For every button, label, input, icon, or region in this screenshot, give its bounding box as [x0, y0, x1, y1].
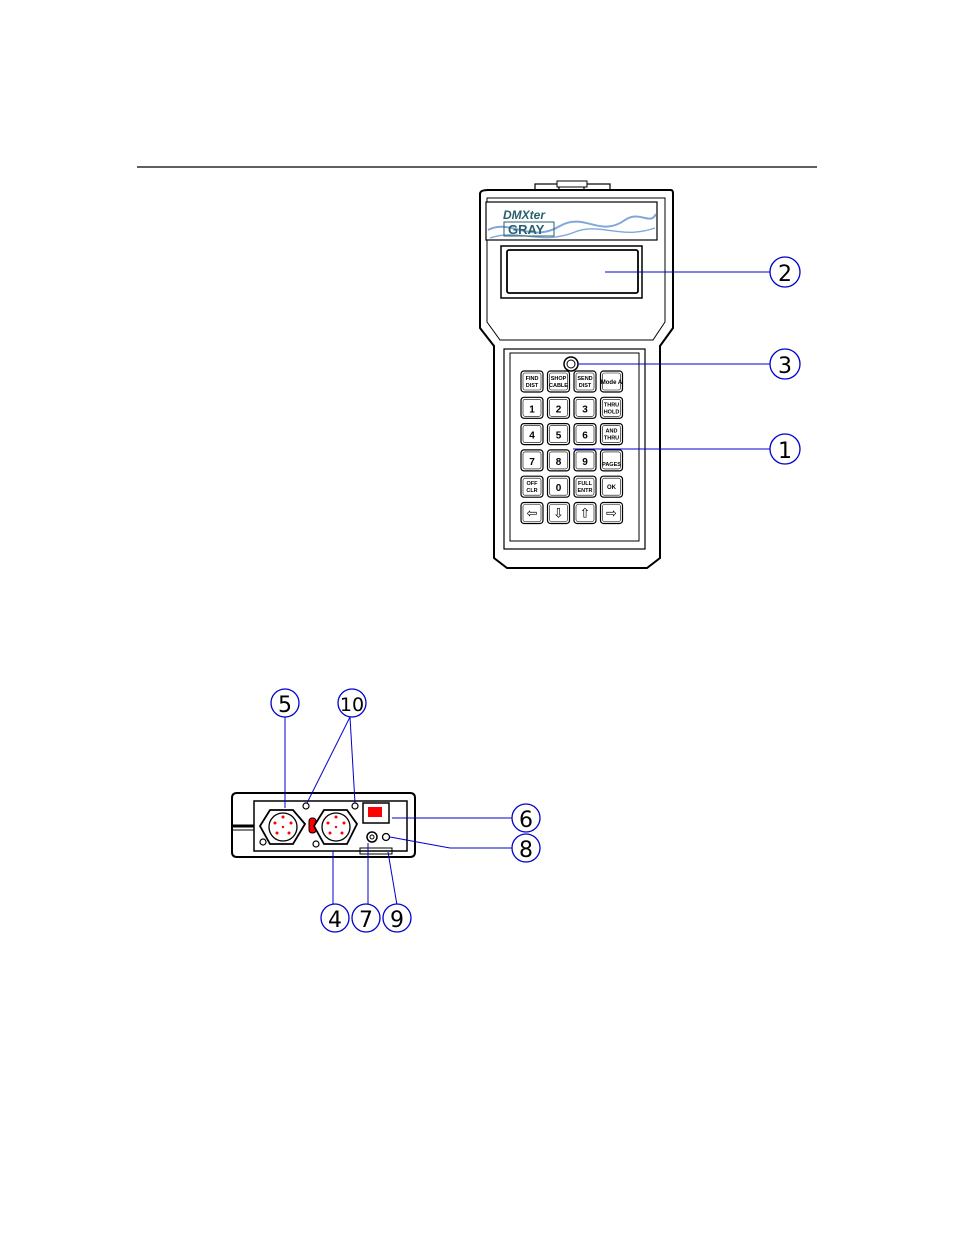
key-label: SEND [577, 376, 592, 382]
key-label: 2 [556, 404, 562, 415]
key-label: Mode A [601, 380, 623, 386]
mount-screw-10a [302, 802, 310, 810]
arrow-icon: ⇧ [580, 506, 591, 521]
keypad-key[interactable]: 8 [546, 449, 571, 472]
callout-1: 1 [769, 433, 801, 465]
arrow-icon: ⇨ [606, 506, 617, 521]
keypad-key[interactable]: 0 [546, 475, 571, 498]
keypad-key[interactable]: ⇦ [520, 501, 544, 525]
key-label: OK [607, 485, 617, 491]
svg-text:9: 9 [390, 908, 404, 933]
xlr-connector-4[interactable] [312, 809, 359, 845]
callout-6: 6 [511, 803, 541, 833]
key-label: HOLD [604, 409, 620, 415]
mount-screw-bottom-left [259, 838, 267, 846]
key-label: DIST [579, 383, 592, 389]
callout-7: 7 [351, 903, 381, 933]
callout-8: 8 [511, 833, 541, 863]
keypad-key[interactable]: 4 [520, 423, 544, 446]
keypad-key[interactable]: 2 [546, 396, 571, 419]
keypad-key[interactable]: Mode A [599, 370, 624, 393]
mount-screw-bottom-mid [312, 840, 320, 848]
keypad-key[interactable]: PAGES [599, 449, 624, 472]
logo-text-gray: GRAY [508, 222, 545, 237]
key-label: 8 [556, 457, 562, 468]
callout-5: 5 [270, 688, 300, 718]
svg-text:8: 8 [519, 838, 533, 863]
status-led [381, 832, 391, 842]
svg-text:3: 3 [778, 354, 792, 379]
logo-text-dmxter: DMXter [503, 208, 546, 222]
key-label: THRU [604, 402, 619, 408]
key-label: 5 [556, 431, 562, 442]
svg-text:6: 6 [519, 808, 533, 833]
key-label: THRU [604, 436, 619, 442]
key-label: FULL [578, 481, 593, 487]
svg-text:2: 2 [778, 262, 792, 287]
key-label: FIND [526, 376, 539, 382]
callout-3: 3 [769, 348, 801, 380]
keypad-key[interactable]: 9 [573, 449, 597, 472]
audio-jack[interactable] [366, 831, 378, 843]
key-label: OFF [527, 481, 539, 487]
svg-text:1: 1 [778, 439, 792, 464]
keypad-key[interactable]: 7 [520, 449, 544, 472]
key-label: PAGES [602, 462, 621, 468]
keypad-key[interactable]: 6 [573, 423, 597, 446]
arrow-icon: ⇦ [527, 506, 538, 521]
connector-panel-view [231, 792, 416, 858]
port-recess [359, 847, 393, 855]
key-label: ENTR [578, 488, 593, 494]
keypad-key[interactable]: ⇨ [599, 501, 624, 525]
key-label: 9 [582, 457, 588, 468]
keypad-key[interactable]: OK [599, 475, 624, 498]
svg-text:10: 10 [340, 694, 364, 716]
keypad-key[interactable]: 3 [573, 396, 597, 419]
key-label: DIST [526, 383, 539, 389]
keypad-key[interactable]: ⇩ [546, 501, 571, 525]
keypad-key[interactable]: 5 [546, 423, 571, 446]
callout-10: 10 [337, 688, 367, 718]
rj45-jack[interactable] [362, 802, 390, 824]
key-label: CABLE [549, 383, 568, 389]
logo-swirl [487, 213, 657, 234]
key-label: 6 [582, 431, 588, 442]
key-label: 0 [556, 483, 562, 494]
keypad-key[interactable]: ⇧ [573, 501, 597, 525]
bottom-leaders [284, 716, 512, 906]
keypad-key[interactable]: 1 [520, 396, 544, 419]
key-label: 7 [529, 457, 535, 468]
key-label: 1 [529, 404, 535, 415]
key-label: SHOP [551, 376, 567, 382]
key-label: 4 [529, 431, 535, 442]
callout-4: 4 [320, 903, 350, 933]
callout-2: 2 [769, 256, 801, 288]
key-label: 3 [582, 404, 588, 415]
callout-9: 9 [382, 903, 412, 933]
svg-text:7: 7 [359, 908, 373, 933]
key-label: CLR [526, 488, 537, 494]
svg-text:4: 4 [328, 908, 342, 933]
arrow-icon: ⇩ [553, 506, 564, 521]
power-button[interactable] [563, 356, 579, 372]
key-label: AND [606, 429, 618, 435]
xlr-connector-5[interactable] [258, 809, 307, 845]
svg-text:5: 5 [278, 693, 292, 718]
